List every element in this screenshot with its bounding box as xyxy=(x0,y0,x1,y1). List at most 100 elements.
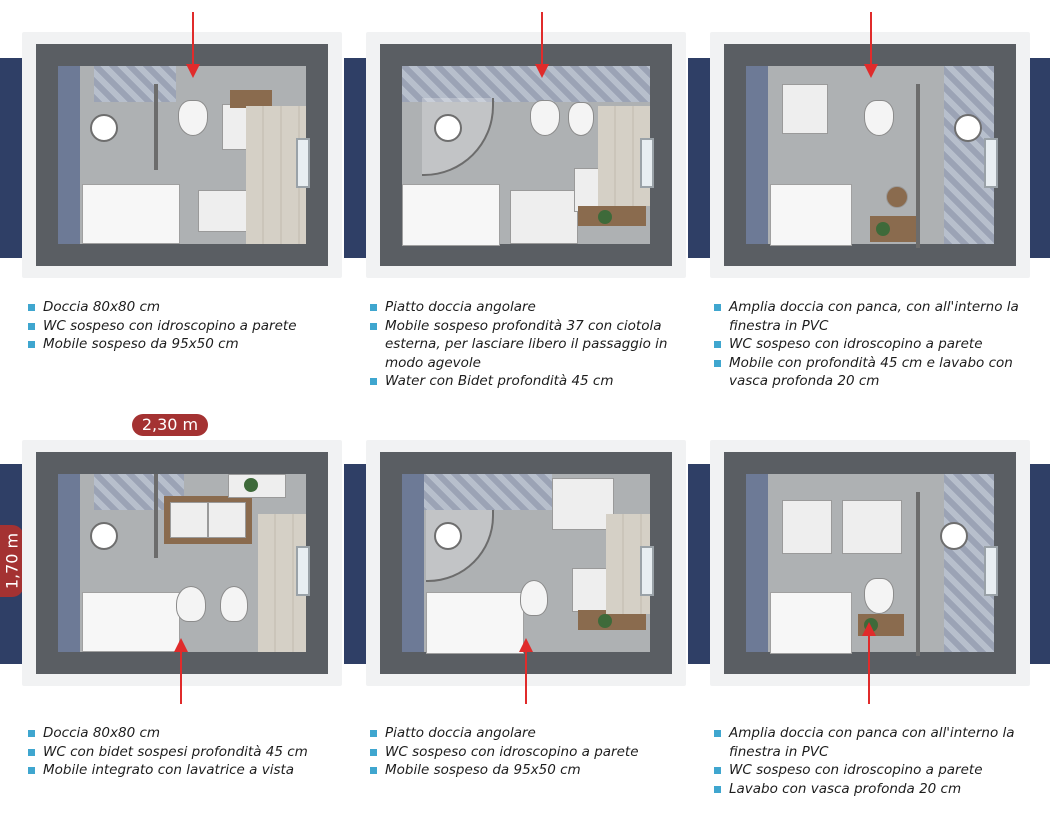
feature-list-6: Amplia doccia con panca con all'interno … xyxy=(712,724,1032,798)
feature-list-2: Piatto doccia angolare Mobile sospeso pr… xyxy=(368,298,678,391)
bullet-square-icon xyxy=(370,748,377,756)
shower-tray xyxy=(82,184,180,244)
blue-wall xyxy=(746,66,768,244)
floorplan-2 xyxy=(366,32,686,278)
feature-text: Water con Bidet profondità 45 cm xyxy=(385,373,614,389)
shower-head-icon xyxy=(954,114,982,142)
bullet-square-icon xyxy=(28,730,35,737)
room-walls xyxy=(36,452,328,674)
bullet-square-icon xyxy=(28,767,35,774)
bullet-square-icon xyxy=(714,341,721,348)
feature-item: Mobile sospeso da 95x50 cm xyxy=(26,335,346,354)
wc xyxy=(864,578,894,614)
bullet-square-icon xyxy=(28,748,35,756)
width-dimension-label: 2,30 m xyxy=(132,414,208,436)
feature-item: Mobile con profondità 45 cm e lavabo con… xyxy=(712,354,1032,391)
washbasin xyxy=(170,502,208,538)
shelf xyxy=(578,206,646,226)
bullet-square-icon xyxy=(714,785,721,793)
blue-wall xyxy=(58,474,80,652)
room-floor xyxy=(58,66,310,244)
feature-item: Mobile integrato con lavatrice a vista xyxy=(26,761,346,780)
room-walls xyxy=(380,452,672,674)
bullet-square-icon xyxy=(370,322,377,330)
window xyxy=(296,138,310,188)
corner-glass xyxy=(426,510,494,582)
feature-text: Piatto doccia angolare xyxy=(385,299,536,315)
feature-item: Piatto doccia angolare xyxy=(368,724,688,743)
window xyxy=(640,138,654,188)
feature-text: Mobile sospeso da 95x50 cm xyxy=(43,336,239,352)
bullet-square-icon xyxy=(714,730,721,737)
bidet xyxy=(568,102,594,136)
vanity xyxy=(552,478,614,530)
window xyxy=(296,546,310,596)
room-walls xyxy=(724,44,1016,266)
shower-tray xyxy=(426,592,524,654)
side-band-mid1-bottom xyxy=(344,464,366,664)
wc xyxy=(864,100,894,136)
feature-text: Amplia doccia con panca, con all'interno… xyxy=(729,299,1019,334)
height-dimension-text: 1,70 m xyxy=(2,532,22,590)
side-band-right-top xyxy=(1030,58,1050,258)
washing-machine xyxy=(208,502,246,538)
floorplan-6 xyxy=(710,440,1030,686)
bidet xyxy=(220,586,248,622)
feature-text: Mobile sospeso da 95x50 cm xyxy=(385,762,581,778)
room-floor xyxy=(402,474,654,654)
shower-glass xyxy=(154,474,158,558)
window xyxy=(984,138,998,188)
feature-text: Mobile integrato con lavatrice a vista xyxy=(43,762,295,778)
bullet-square-icon xyxy=(28,322,35,330)
shower-glass xyxy=(154,84,158,170)
feature-text: Lavabo con vasca profonda 20 cm xyxy=(729,780,962,797)
bullet-square-icon xyxy=(714,304,721,311)
feature-text: Doccia 80x80 cm xyxy=(43,299,161,315)
feature-item: Water con Bidet profondità 45 cm xyxy=(368,372,678,391)
window xyxy=(984,546,998,596)
bullet-square-icon xyxy=(714,767,721,774)
feature-text: WC sospeso con idroscopino a parete xyxy=(729,762,983,778)
arrow-up-5 xyxy=(519,638,533,704)
feature-item: Amplia doccia con panca con all'interno … xyxy=(712,724,1032,761)
floorplan-1 xyxy=(22,32,342,278)
feature-item: WC sospeso con idroscopino a parete xyxy=(26,317,346,336)
wc xyxy=(176,586,206,622)
feature-item: WC sospeso con idroscopino a parete xyxy=(712,761,1032,780)
stool xyxy=(886,186,908,208)
shower-glass xyxy=(916,84,920,248)
feature-item: WC sospeso con idroscopino a parete xyxy=(712,335,1032,354)
feature-list-3: Amplia doccia con panca, con all'interno… xyxy=(712,298,1032,391)
shower-head-icon xyxy=(434,114,462,142)
tile-wall xyxy=(94,66,176,102)
blue-wall xyxy=(746,474,768,652)
feature-item: Piatto doccia angolare xyxy=(368,298,678,317)
side-band-left-top xyxy=(0,58,22,258)
blue-wall xyxy=(58,66,80,244)
feature-item: Mobile sospeso da 95x50 cm xyxy=(368,761,688,780)
bullet-square-icon xyxy=(370,378,377,385)
cabinet xyxy=(572,568,608,612)
feature-text: WC sospeso con idroscopino a parete xyxy=(43,317,297,334)
shower-tray xyxy=(770,184,852,246)
arrow-down-3 xyxy=(864,12,878,78)
floorplan-3 xyxy=(710,32,1030,278)
room-floor xyxy=(58,474,310,652)
bullet-square-icon xyxy=(370,730,377,737)
feature-list-1: Doccia 80x80 cm WC sospeso con idroscopi… xyxy=(26,298,346,354)
feature-text: Doccia 80x80 cm xyxy=(43,725,161,741)
tile-wall xyxy=(402,474,552,510)
feature-text: WC con bidet sospesi profondità 45 cm xyxy=(43,743,308,760)
feature-text: Mobile sospeso profondità 37 con ciotola… xyxy=(385,317,668,371)
shower-head-icon xyxy=(434,522,462,550)
bullet-square-icon xyxy=(28,304,35,311)
arrow-up-6 xyxy=(862,622,876,704)
room-walls xyxy=(380,44,672,266)
feature-list-5: Piatto doccia angolare WC sospeso con id… xyxy=(368,724,688,780)
feature-item: Doccia 80x80 cm xyxy=(26,724,346,743)
blue-wall xyxy=(402,474,424,652)
room-floor xyxy=(746,66,998,248)
shelf xyxy=(230,90,272,108)
wc xyxy=(530,100,560,136)
feature-item: Mobile sospeso profondità 37 con ciotola… xyxy=(368,317,678,373)
